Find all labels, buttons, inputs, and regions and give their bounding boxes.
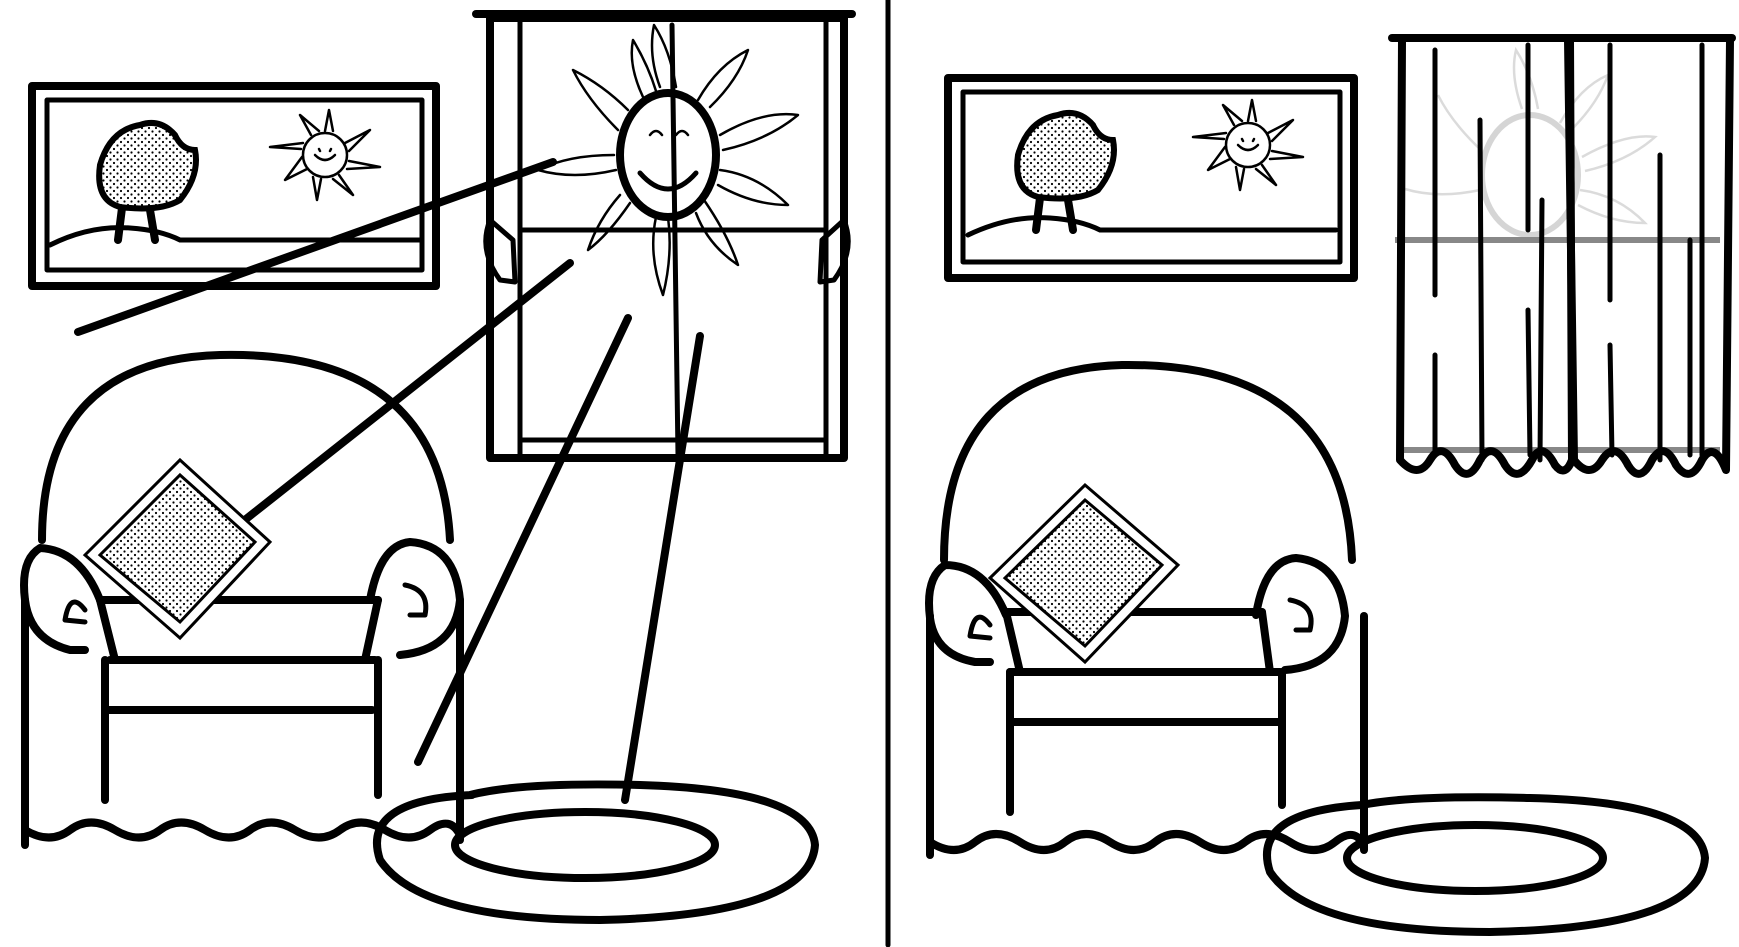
tree-icon-right [1017,113,1114,199]
sun-with-face-icon [538,25,798,295]
armchair [24,355,460,845]
framed-landscape-picture-right [948,78,1354,278]
cushion-right [990,485,1178,662]
cushion [85,460,270,638]
armchair-right [929,365,1364,855]
right-panel [929,38,1732,932]
curtain-left [1400,40,1572,474]
oval-rug-right [1267,797,1705,932]
oval-rug [377,784,815,920]
curtained-window [1392,38,1732,474]
sun-icon [270,110,380,200]
left-panel [24,14,852,920]
light-beam-4 [625,336,700,800]
window [476,14,852,458]
framed-landscape-picture [32,86,436,286]
sun-icon-right [1193,100,1303,190]
tree-icon [99,123,196,209]
